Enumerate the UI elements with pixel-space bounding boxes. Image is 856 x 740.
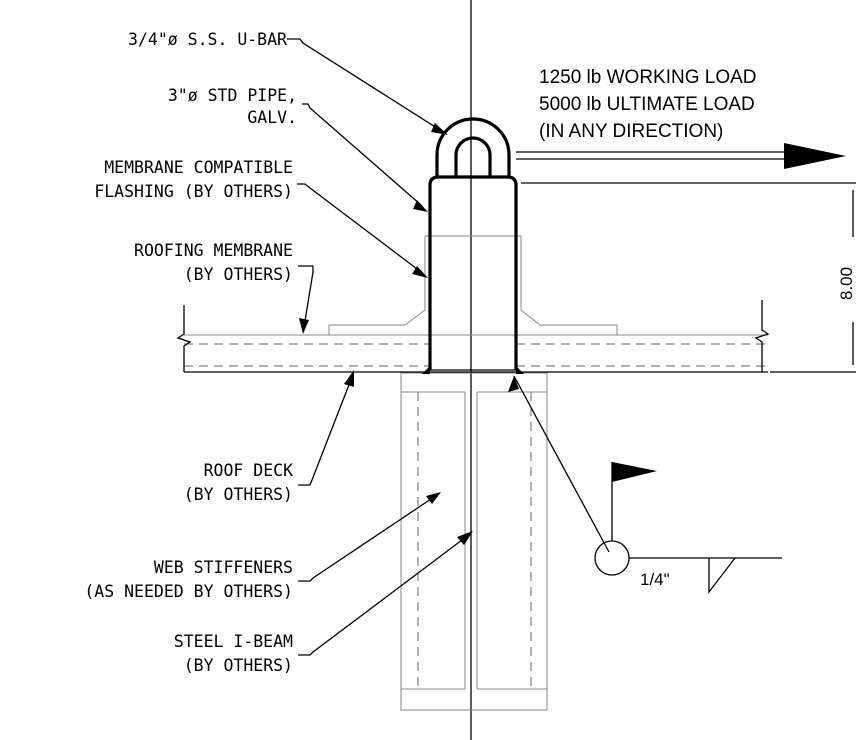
u-bar	[435, 117, 511, 177]
roof-deck	[176, 300, 770, 373]
leaders	[287, 38, 473, 656]
load-working: 1250 lb WORKING LOAD	[539, 67, 757, 88]
label-stiffeners-line1: WEB STIFFENERS	[154, 558, 293, 577]
label-membrane-line2: (BY OTHERS)	[184, 265, 293, 284]
label-flashing-line1: MEMBRANE COMPATIBLE	[104, 158, 293, 177]
label-pipe-line1: 3"ø STD PIPE,	[168, 86, 297, 105]
load-arrow	[516, 143, 846, 169]
weld-size: 1/4"	[640, 570, 670, 589]
load-direction: (IN ANY DIRECTION)	[539, 121, 723, 142]
label-beam-line1: STEEL I-BEAM	[174, 632, 293, 651]
label-deck-line2: (BY OTHERS)	[184, 485, 293, 504]
weld-symbol	[508, 375, 782, 594]
label-beam-line2: (BY OTHERS)	[184, 656, 293, 675]
field-weld-flag-icon	[612, 462, 657, 482]
std-pipe	[422, 175, 524, 374]
steel-i-beam	[400, 372, 548, 711]
label-stiffeners-line2: (AS NEEDED BY OTHERS)	[84, 582, 293, 601]
label-flashing-line2: FLASHING (BY OTHERS)	[94, 182, 293, 201]
height-dimension-value: 8.00	[837, 267, 856, 300]
label-membrane-line1: ROOFING MEMBRANE	[134, 241, 293, 260]
membrane-flashing	[328, 235, 618, 335]
label-deck-line1: ROOF DECK	[204, 461, 293, 480]
label-pipe-line2: GALV.	[247, 108, 297, 127]
label-u-bar: 3/4"ø S.S. U-BAR	[128, 30, 287, 49]
load-ultimate: 5000 lb ULTIMATE LOAD	[539, 94, 755, 115]
height-dimension	[521, 182, 856, 373]
